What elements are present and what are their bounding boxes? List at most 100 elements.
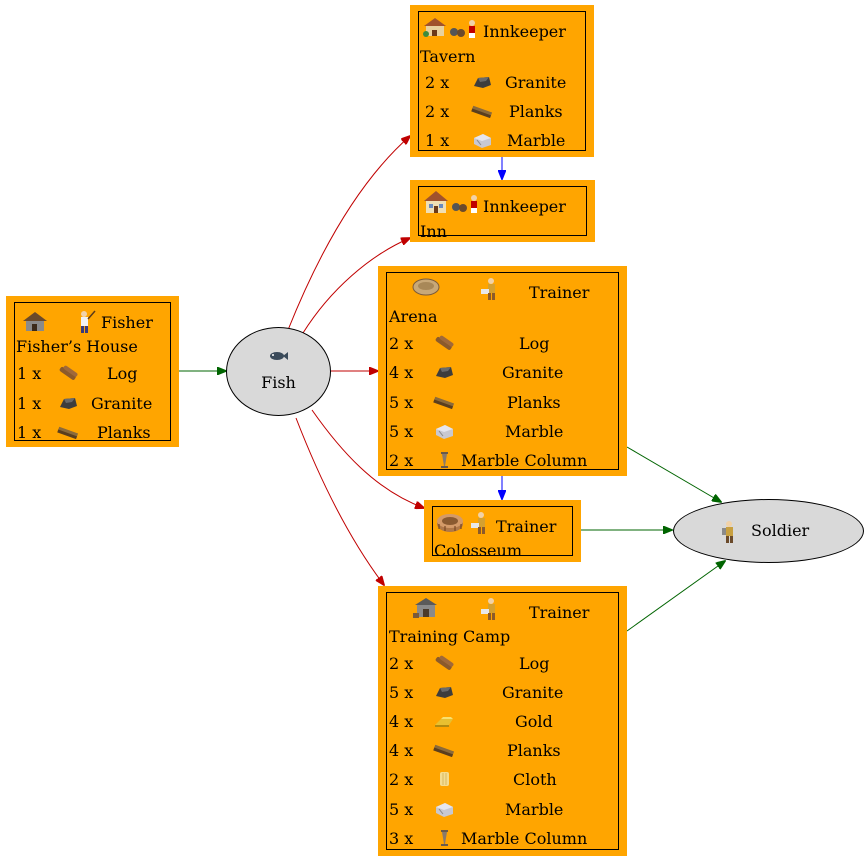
node-arena: Trainer Arena 2 x Log 4 x Granite 5 x Pl… [378, 266, 627, 476]
ware-fish: Fish [226, 327, 331, 416]
inn-icon [424, 191, 448, 213]
cost-name: Log [519, 334, 550, 353]
edge-fish-to-inn [302, 238, 410, 334]
building-name: Colosseum [434, 541, 522, 560]
cost-name: Planks [507, 393, 561, 412]
cost-name: Log [519, 654, 550, 673]
cost-name: Granite [505, 73, 567, 92]
cost-row: 4 x Gold [389, 709, 616, 733]
cost-name: Marble Column [461, 829, 588, 848]
building-name: Arena [389, 307, 438, 326]
node-fishers-house: Fisher Fisher’s House 1 x Log 1 x Granit… [6, 296, 179, 447]
ware-soldier: Soldier [673, 499, 864, 563]
cost-row: 1 x Planks [17, 420, 168, 444]
marble-column-icon [441, 830, 448, 846]
edge-training-camp-to-soldier [626, 561, 725, 632]
cost-quantity: 5 x [389, 683, 414, 702]
cost-name: Cloth [513, 770, 557, 789]
cost-row: 2 x Planks [421, 99, 583, 123]
building-name: Tavern [420, 47, 476, 66]
building-name: Fisher’s House [16, 337, 138, 356]
cost-name: Planks [509, 102, 563, 121]
node-inn: Innkeeper Inn [410, 180, 595, 242]
cost-row: 1 x Marble [421, 128, 583, 152]
cost-row: 2 x Log [389, 651, 616, 675]
marble-icon [474, 134, 491, 148]
cost-name: Marble Column [461, 451, 588, 470]
cost-name: Marble [505, 422, 564, 441]
cost-name: Planks [97, 423, 151, 442]
planks-icon [433, 396, 455, 410]
cost-row: 2 x Log [389, 331, 616, 355]
cost-name: Granite [502, 363, 564, 382]
planks-icon [57, 426, 79, 440]
cost-row: 2 x Granite [421, 70, 583, 94]
cost-row: 1 x Log [17, 361, 168, 385]
node-tavern: Innkeeper Tavern 2 x Granite 2 x Planks … [410, 5, 594, 157]
cost-row: 5 x Planks [389, 390, 616, 414]
worker-label: Trainer [529, 283, 590, 302]
granite-icon [436, 687, 453, 698]
node-training-camp: Trainer Training Camp 2 x Log 5 x Granit… [378, 586, 627, 856]
worker-label: Innkeeper [483, 22, 566, 41]
soldier-icon [722, 521, 733, 543]
cost-name: Log [107, 364, 138, 383]
cost-quantity: 2 x [389, 334, 414, 353]
worker-label: Trainer [529, 603, 590, 622]
cost-quantity: 2 x [425, 73, 450, 92]
cost-row: 2 x Cloth [389, 767, 616, 791]
ware-label: Soldier [751, 521, 810, 540]
cost-row: 5 x Marble [389, 419, 616, 443]
cost-quantity: 1 x [17, 423, 42, 442]
ware-label: Fish [261, 373, 296, 392]
planks-icon [471, 105, 493, 119]
arena-icon [412, 278, 440, 296]
cost-row: 4 x Planks [389, 738, 616, 762]
cost-name: Planks [507, 741, 561, 760]
cost-name: Gold [515, 712, 553, 731]
cost-row: 1 x Granite [17, 391, 168, 415]
worker-label: Fisher [101, 313, 153, 332]
cost-quantity: 4 x [389, 363, 414, 382]
colosseum-icon [437, 514, 463, 532]
cost-name: Granite [502, 683, 564, 702]
cost-quantity: 4 x [389, 741, 414, 760]
cost-quantity: 5 x [389, 422, 414, 441]
fisher-icon [81, 310, 96, 333]
tavern-icon [423, 18, 446, 37]
training-camp-icon [413, 598, 437, 618]
gold-icon [435, 717, 453, 727]
cost-row: 5 x Marble [389, 797, 616, 821]
cost-quantity: 1 x [17, 364, 42, 383]
worker-label: Trainer [496, 517, 557, 536]
planks-icon [433, 744, 455, 758]
granite-icon [60, 398, 77, 409]
trainer-icon [481, 278, 495, 300]
log-icon [435, 655, 454, 670]
edge-fish-to-colosseum [311, 409, 424, 508]
cost-quantity: 5 x [389, 393, 414, 412]
edge-fish-to-training-camp [295, 417, 384, 585]
cost-row: 4 x Granite [389, 360, 616, 384]
worker-label: Innkeeper [483, 197, 566, 216]
cost-quantity: 2 x [389, 654, 414, 673]
trainer-icon [471, 512, 485, 534]
cost-name: Granite [91, 394, 153, 413]
cost-quantity: 3 x [389, 829, 414, 848]
cost-name: Marble [505, 800, 564, 819]
cost-quantity: 5 x [389, 800, 414, 819]
fish-icon [270, 352, 288, 360]
edge-arena-to-soldier [626, 446, 721, 502]
cost-quantity: 2 x [425, 102, 450, 121]
cost-row: 2 x Marble Column [389, 448, 616, 472]
log-icon [435, 335, 454, 350]
edge-fish-to-tavern [287, 136, 410, 331]
cost-name: Marble [507, 131, 566, 150]
granite-icon [474, 77, 491, 88]
cost-row: 3 x Marble Column [389, 826, 616, 850]
cost-quantity: 1 x [425, 131, 450, 150]
cost-quantity: 4 x [389, 712, 414, 731]
trainer-icon [481, 598, 495, 620]
cost-row: 5 x Granite [389, 680, 616, 704]
